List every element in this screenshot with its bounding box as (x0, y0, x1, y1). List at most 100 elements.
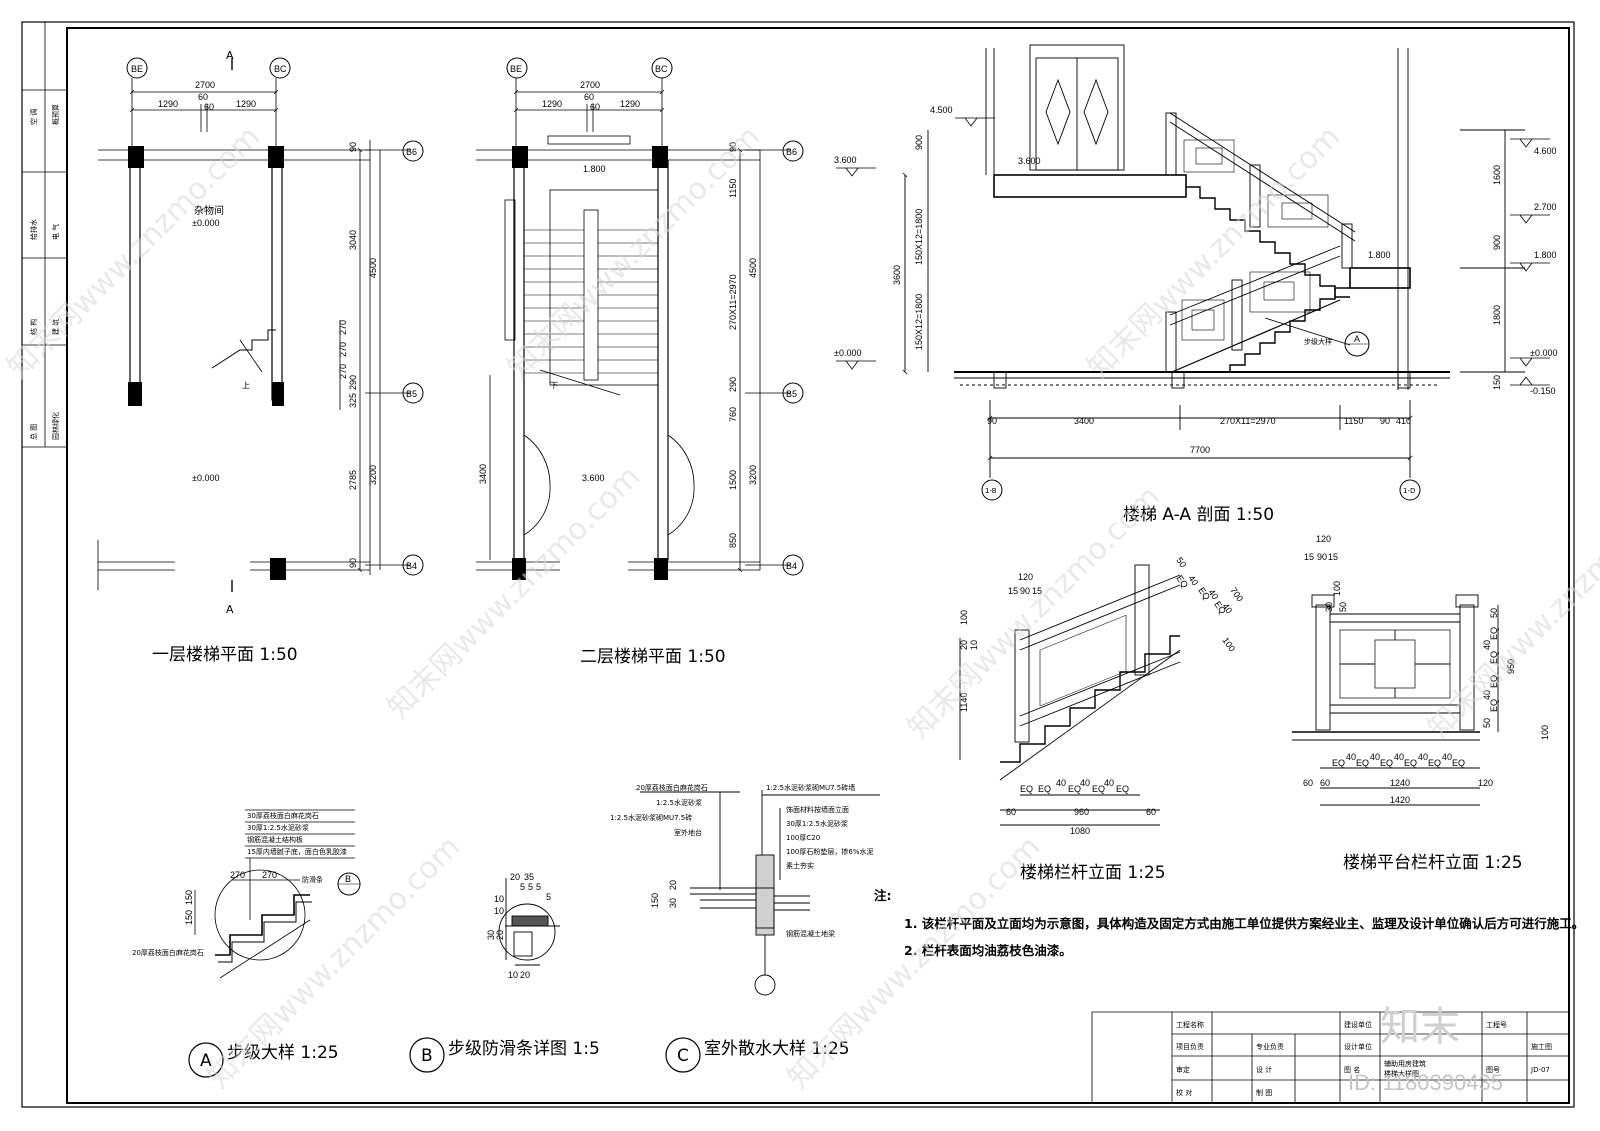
detail-a-dim-1: 270 (262, 870, 277, 880)
svg-text:60: 60 (1006, 807, 1016, 817)
margin-cell-3: 建 筑 (51, 319, 60, 335)
svg-text:素土夯实: 素土夯实 (786, 861, 814, 870)
rail1-top-dims: 120 15 90 15 (1008, 572, 1042, 596)
svg-text:40: 40 (1442, 752, 1452, 762)
svg-text:制 图: 制 图 (1256, 1088, 1272, 1097)
rail1-bottom-dims: EQ EQ 40 EQ 40 EQ 40 EQ 60 960 60 1080 (1006, 778, 1156, 836)
sec-vdim-3: 150X12=1800 (914, 294, 924, 350)
svg-text:20: 20 (959, 640, 969, 650)
svg-text:EQ: EQ (1356, 758, 1369, 768)
detail-a-dim-0: 270 (230, 870, 245, 880)
svg-text:50: 50 (1489, 608, 1499, 618)
svg-text:10: 10 (494, 894, 504, 904)
margin-cell-1: 园林绿化 (51, 412, 60, 440)
watermark-5: 知末网www.znzmo.com (901, 479, 1167, 745)
svg-text:40: 40 (1418, 752, 1428, 762)
p2-dim-total: 2700 (580, 80, 600, 90)
svg-text:EQ: EQ (1116, 784, 1129, 794)
p2-axis-b5: B5 (786, 389, 797, 399)
svg-text:290: 290 (348, 375, 358, 390)
svg-text:15厚内墙腻子底，面白色乳胶漆: 15厚内墙腻子底，面白色乳胶漆 (247, 847, 347, 856)
notes-head: 注: (874, 888, 892, 903)
svg-text:EQ: EQ (1404, 758, 1417, 768)
sec-hdim-0: 90 (987, 416, 997, 426)
p1-room-label: 杂物间 (194, 204, 224, 217)
svg-text:90: 90 (1020, 586, 1030, 596)
section-aa: 4.500 3.600 ±0.000 3.600 1.800 4.600 2.7… (834, 44, 1557, 525)
plan-first-floor: BE BC B6 B5 B4 2700 1290 60 60 1290 A A … (97, 49, 424, 665)
p1-up-label: 上 (242, 381, 250, 390)
rail-elevation-landing: 120 15 90 15 100 30 50 50 EQ 40 EQ 950 E… (1292, 534, 1550, 873)
svg-text:270: 270 (338, 364, 348, 379)
svg-text:35: 35 (524, 872, 534, 882)
detail-a-letter: A (200, 1051, 212, 1071)
detail-a-callout: B (345, 874, 351, 884)
svg-text:10: 10 (508, 970, 518, 980)
sec-elev-right-2: 1.800 (1534, 250, 1557, 260)
detail-c-dim-1: 150 (650, 893, 660, 908)
svg-text:120: 120 (1018, 572, 1033, 582)
svg-text:JD-07: JD-07 (1530, 1066, 1550, 1074)
detail-b-title: 步级防滑条详图 1:5 (448, 1039, 600, 1059)
p2-axis-bc: BC (655, 64, 668, 74)
svg-text:270X11=2970: 270X11=2970 (728, 274, 738, 330)
sec-elev-right-0: 4.600 (1534, 146, 1557, 156)
margin-cell-6: 空 调 (29, 109, 38, 125)
svg-text:90: 90 (728, 142, 738, 152)
sec-rdim-3: 150 (1492, 375, 1502, 390)
svg-text:EQ: EQ (1489, 675, 1499, 688)
sec-hdim-3: 1150 (1344, 416, 1363, 426)
svg-text:60: 60 (1303, 778, 1313, 788)
sheet-inner-border (66, 27, 1570, 1104)
sec-elev-landing: 1.800 (1368, 250, 1391, 260)
svg-text:30: 30 (486, 930, 496, 940)
detail-a-antislip: 防滑条 (302, 875, 323, 884)
detail-a-dim-2: 150 (184, 910, 194, 925)
svg-text:1240: 1240 (1390, 778, 1410, 788)
svg-text:760: 760 (728, 407, 738, 422)
detail-b-letter: B (421, 1046, 433, 1066)
svg-text:5: 5 (520, 882, 525, 892)
svg-text:1080: 1080 (1070, 826, 1090, 836)
svg-text:40: 40 (1220, 601, 1234, 615)
svg-text:50: 50 (1174, 555, 1188, 569)
svg-text:10: 10 (969, 640, 979, 650)
p2-dim-mid2: 60 (590, 102, 600, 112)
p2-dim-b: 1290 (620, 99, 640, 109)
p1-elev-1: ±0.000 (192, 218, 219, 228)
svg-text:20: 20 (495, 930, 505, 940)
svg-text:40: 40 (1104, 778, 1114, 788)
svg-text:EQ: EQ (1452, 758, 1465, 768)
svg-text:审定: 审定 (1176, 1065, 1190, 1074)
svg-text:设计单位: 设计单位 (1344, 1042, 1372, 1051)
svg-text:楼梯大样图: 楼梯大样图 (1384, 1069, 1419, 1078)
svg-text:40: 40 (1186, 573, 1200, 587)
section-title: 楼梯 A-A 剖面 1:50 (1123, 505, 1274, 525)
svg-text:饰面材料按墙面立面: 饰面材料按墙面立面 (786, 805, 849, 814)
svg-text:辅助用房建筑: 辅助用房建筑 (1384, 1059, 1426, 1068)
svg-text:EQ: EQ (1020, 784, 1033, 794)
svg-text:100: 100 (1220, 635, 1237, 653)
svg-text:图 名: 图 名 (1344, 1065, 1360, 1074)
svg-text:15: 15 (1328, 552, 1338, 562)
svg-text:40: 40 (1482, 640, 1492, 650)
svg-text:960: 960 (1074, 807, 1089, 817)
notes: 注: 1. 该栏杆平面及立面均为示意图，具体构造及固定方式由施工单位提供方案经业… (874, 888, 1584, 958)
svg-text:项目负责: 项目负责 (1176, 1042, 1204, 1051)
svg-text:40: 40 (1080, 778, 1090, 788)
title-block-text: 工程名称 建设单位 工程号 项目负责 专业负责 设计单位 施工图 审定 设 计 … (1176, 1020, 1552, 1097)
svg-text:290: 290 (728, 377, 738, 392)
svg-text:40: 40 (1056, 778, 1066, 788)
watermark-4: 知末网www.znzmo.com (781, 829, 1047, 1095)
p1-dim-a: 1290 (158, 99, 178, 109)
svg-text:325: 325 (348, 393, 358, 408)
sheet-outer-border (21, 21, 1575, 1108)
svg-text:30厚1:2.5水泥砂浆: 30厚1:2.5水泥砂浆 (247, 823, 309, 832)
p1-cut-top: A (226, 49, 234, 62)
svg-text:建设单位: 建设单位 (1344, 1020, 1372, 1029)
p2-left-dim: 3400 (478, 464, 488, 484)
svg-text:专业负责: 专业负责 (1256, 1042, 1284, 1051)
sec-vdim-0: 900 (914, 135, 924, 150)
p1-dim-mid2: 60 (204, 102, 214, 112)
svg-text:钢筋混凝土地梁: 钢筋混凝土地梁 (786, 929, 835, 938)
